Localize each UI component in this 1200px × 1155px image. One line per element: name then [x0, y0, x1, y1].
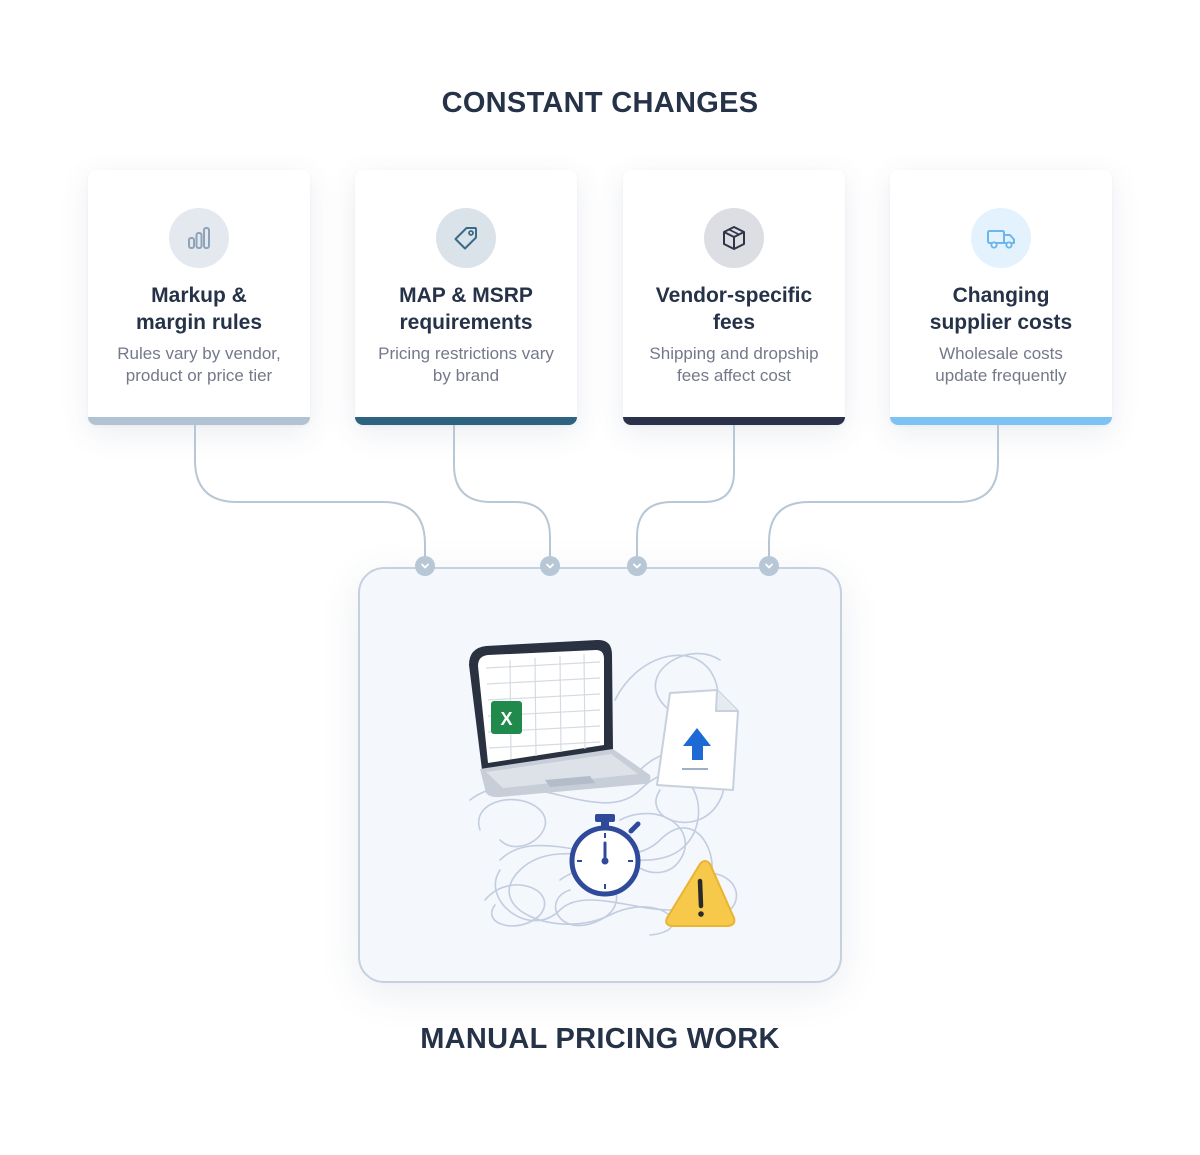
- card-icon-circle: [971, 208, 1031, 268]
- card-accent-bar: [355, 417, 577, 425]
- svg-text:X: X: [500, 709, 512, 729]
- card-icon-circle: [169, 208, 229, 268]
- tag-icon: [454, 227, 477, 250]
- upload-document-icon: [656, 689, 739, 791]
- spreadsheet-icon: X: [491, 701, 522, 734]
- section-title-manual-pricing-work: MANUAL PRICING WORK: [420, 1023, 780, 1055]
- card-description: Rules vary by vendor,product or price ti…: [117, 344, 281, 385]
- card-title: Markup &margin rules: [135, 284, 263, 334]
- chevron-down-icon: [627, 556, 647, 576]
- card-accent-bar: [890, 417, 1112, 425]
- chevron-down-icon: [759, 556, 779, 576]
- chevron-down-icon: [415, 556, 435, 576]
- chevron-down-icon: [540, 556, 560, 576]
- card-accent-bar: [88, 417, 310, 425]
- truck-icon: [987, 230, 1015, 249]
- box-icon: [723, 226, 745, 250]
- card-icon-circle: [436, 208, 496, 268]
- stopwatch-icon: [569, 814, 641, 897]
- card-accent-bar: [623, 417, 845, 425]
- connector-lines: [194, 425, 999, 560]
- bar-chart-icon: [188, 227, 210, 249]
- laptop-icon: [469, 639, 651, 798]
- card-markup-margin-rules: Markup &margin rules Rules vary by vendo…: [88, 170, 310, 425]
- card-icon-circle: [704, 208, 764, 268]
- warning-icon: [665, 860, 736, 927]
- section-title-constant-changes: CONSTANT CHANGES: [441, 87, 759, 119]
